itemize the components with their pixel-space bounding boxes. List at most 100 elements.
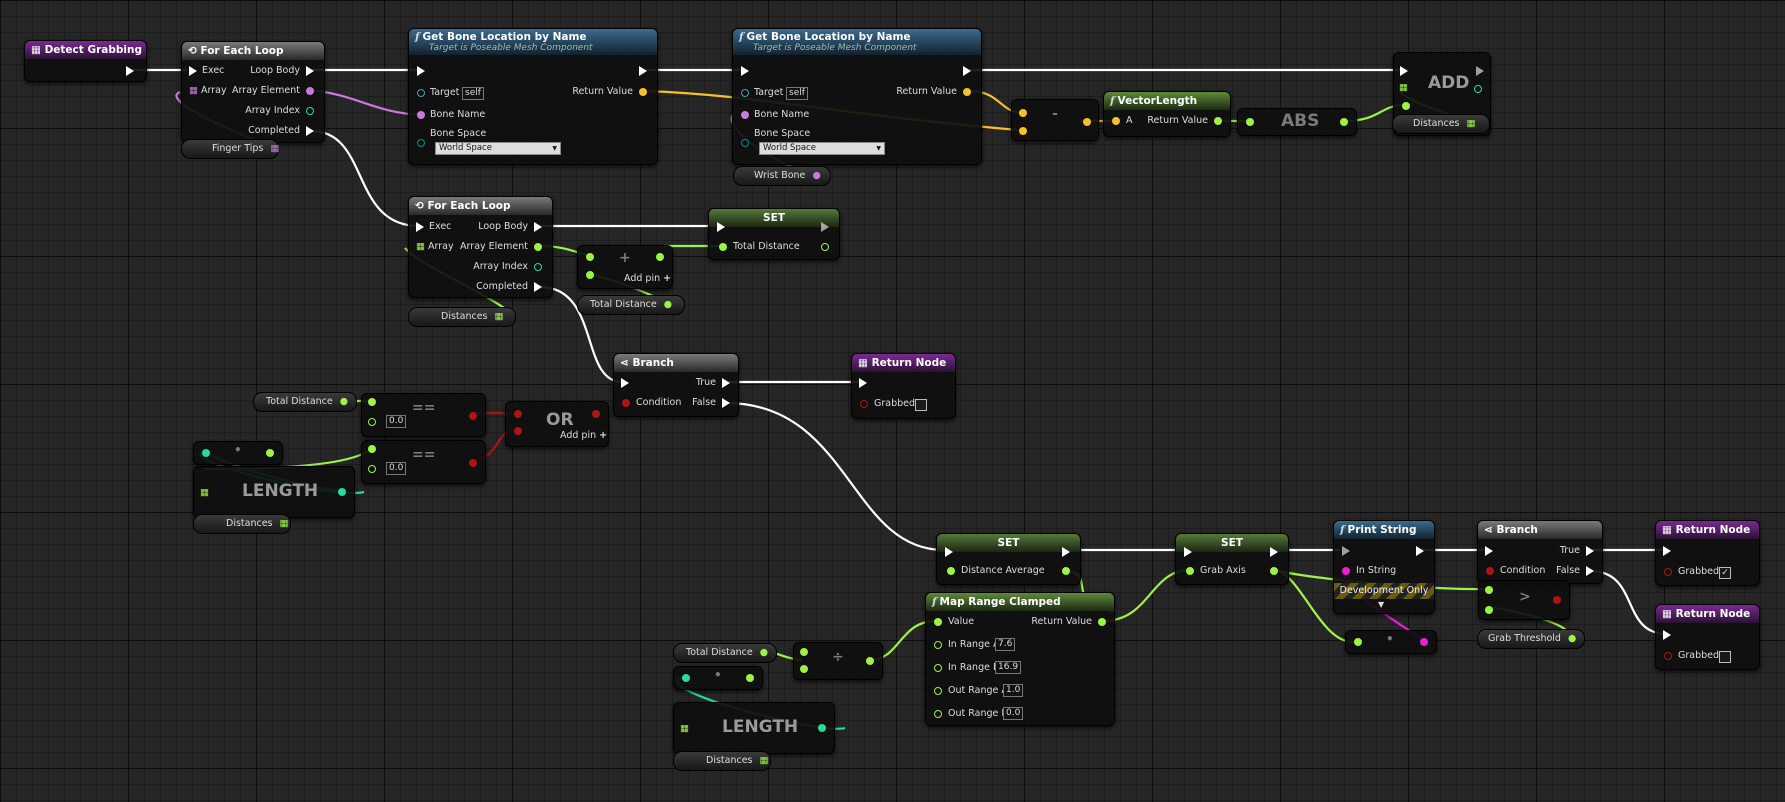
array-index-pin[interactable]: [306, 107, 314, 115]
b-value[interactable]: 0.0: [386, 415, 407, 428]
return-node[interactable]: ▦ Return Node Grabbed: [1655, 604, 1760, 670]
in-range-a-pin[interactable]: [934, 641, 942, 649]
return-value-pin[interactable]: [963, 88, 971, 96]
exec-out-pin[interactable]: [639, 66, 647, 76]
exec-out-pin[interactable]: [1416, 546, 1424, 556]
result-pin[interactable]: [592, 410, 600, 418]
b-pin[interactable]: [1485, 606, 1493, 614]
completed-pin[interactable]: [534, 282, 542, 292]
input-pin[interactable]: [682, 674, 690, 682]
target-pin[interactable]: [417, 89, 425, 97]
return-node[interactable]: ▦ Return Node Grabbed: [851, 353, 956, 419]
grab-threshold-variable[interactable]: Grab Threshold ●: [1477, 629, 1585, 649]
length-out-pin[interactable]: [818, 724, 826, 732]
array-index-pin[interactable]: [534, 263, 542, 271]
distances-variable[interactable]: Distances ▦: [673, 751, 771, 771]
exec-in-pin[interactable]: [189, 66, 197, 76]
input-pin[interactable]: [1246, 118, 1254, 126]
add-pin-button[interactable]: Add pin +: [560, 430, 608, 441]
for-each-loop-node[interactable]: ⟲ For Each Loop Exec Loop Body ▦ Array A…: [408, 196, 553, 298]
self-value[interactable]: self: [462, 87, 484, 100]
exec-in-pin[interactable]: [1342, 546, 1350, 556]
exec-in-pin[interactable]: [1485, 546, 1493, 556]
grab-axis-pin[interactable]: [1186, 567, 1194, 575]
add-pin-button[interactable]: Add pin +: [624, 273, 672, 284]
result-pin[interactable]: [469, 459, 477, 467]
completed-pin[interactable]: [306, 126, 314, 136]
a-pin[interactable]: [1112, 117, 1120, 125]
bone-name-pin[interactable]: [417, 111, 425, 119]
bone-space-dropdown[interactable]: World Space: [435, 142, 561, 155]
condition-pin[interactable]: [1486, 567, 1494, 575]
wrist-bone-variable[interactable]: Wrist Bone ●: [733, 166, 831, 186]
exec-in-pin[interactable]: [1663, 546, 1671, 556]
vector-b-pin[interactable]: [1019, 127, 1027, 135]
a-pin[interactable]: [1485, 586, 1493, 594]
exec-out-pin[interactable]: [963, 66, 971, 76]
a-pin[interactable]: [586, 253, 594, 261]
result-pin[interactable]: [469, 412, 477, 420]
total-distance-variable[interactable]: Total Distance ●: [577, 295, 685, 315]
a-pin[interactable]: [514, 410, 522, 418]
exec-in-pin[interactable]: [621, 378, 629, 388]
array-element-pin[interactable]: [534, 243, 542, 251]
exec-in-pin[interactable]: [741, 66, 749, 76]
greater-than-node[interactable]: >: [1478, 580, 1570, 620]
grabbed-checkbox[interactable]: [915, 399, 927, 411]
array-pin-icon[interactable]: ▦: [200, 487, 209, 498]
result-pin[interactable]: [1553, 596, 1561, 604]
return-value-pin[interactable]: [639, 88, 647, 96]
array-pin-icon[interactable]: ▦: [1399, 82, 1408, 93]
bone-space-dropdown[interactable]: World Space: [759, 142, 885, 155]
output-pin[interactable]: [266, 449, 274, 457]
exec-in-pin[interactable]: [1400, 66, 1408, 76]
a-pin[interactable]: [800, 648, 808, 656]
exec-out-pin[interactable]: [1062, 547, 1070, 557]
item-pin[interactable]: [1402, 102, 1410, 110]
exec-in-pin[interactable]: [417, 66, 425, 76]
output-pin[interactable]: [1340, 118, 1348, 126]
distances-variable[interactable]: Distances ▦: [408, 307, 516, 327]
to-string-node[interactable]: •: [1345, 630, 1437, 654]
or-node[interactable]: OR Add pin +: [505, 401, 609, 447]
return-node[interactable]: ▦ Return Node Grabbed ✓: [1655, 520, 1760, 586]
abs-node[interactable]: ABS: [1237, 108, 1357, 136]
b-pin[interactable]: [514, 427, 522, 435]
out-range-b-pin[interactable]: [934, 710, 942, 718]
grabbed-checkbox[interactable]: ✓: [1719, 567, 1731, 579]
target-pin[interactable]: [741, 89, 749, 97]
distance-average-pin[interactable]: [947, 567, 955, 575]
exec-in-pin[interactable]: [416, 222, 424, 232]
b-pin[interactable]: [800, 665, 808, 673]
set-total-distance-node[interactable]: SET Total Distance: [708, 208, 840, 260]
exec-in-pin[interactable]: [1663, 630, 1671, 640]
loop-body-pin[interactable]: [534, 222, 542, 232]
b-pin[interactable]: [368, 418, 376, 426]
total-distance-pin[interactable]: [719, 243, 727, 251]
out-range-a-pin[interactable]: [934, 687, 942, 695]
for-each-loop-node[interactable]: ⟲ For Each Loop Exec Loop Body ▦ Array A…: [181, 41, 325, 143]
false-pin[interactable]: [722, 398, 730, 408]
index-out-pin[interactable]: [1474, 85, 1482, 93]
distance-average-out-pin[interactable]: [1062, 567, 1070, 575]
distances-variable[interactable]: Distances ▦: [1392, 114, 1490, 134]
exec-out-pin[interactable]: [1270, 547, 1278, 557]
in-range-a-value[interactable]: 7.6: [995, 638, 1016, 651]
bone-name-pin[interactable]: [741, 111, 749, 119]
grabbed-pin[interactable]: [860, 400, 868, 408]
array-element-pin[interactable]: [306, 87, 314, 95]
branch-node[interactable]: ⋖ Branch Condition True False: [1477, 520, 1603, 584]
normalize-node[interactable]: •: [193, 441, 283, 465]
exec-out-pin[interactable]: [1476, 66, 1484, 76]
vector-a-pin[interactable]: [1019, 109, 1027, 117]
grab-axis-out-pin[interactable]: [1270, 567, 1278, 575]
in-range-b-pin[interactable]: [934, 664, 942, 672]
set-grab-axis-node[interactable]: SET Grab Axis: [1175, 533, 1289, 585]
in-range-b-value[interactable]: 16.9: [995, 661, 1022, 674]
distances-variable[interactable]: Distances ▦: [193, 514, 291, 534]
exec-in-pin[interactable]: [1184, 547, 1192, 557]
